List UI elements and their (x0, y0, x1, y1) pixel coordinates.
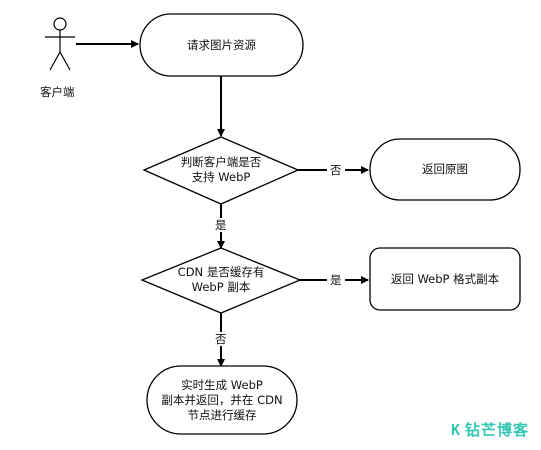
node-return-original-shape (369, 138, 521, 201)
node-check-cdn-label: CDN 是否缓存有 WebP 副本 (177, 265, 265, 294)
node-return-webp-shape (369, 247, 521, 311)
node-return-webp-label: 返回 WebP 格式副本 (390, 271, 500, 286)
client-actor-icon (45, 17, 75, 71)
node-check-webp-shape (142, 136, 300, 205)
watermark: K 钻芒博客 (451, 419, 529, 440)
client-actor-label: 客户端 (40, 85, 75, 99)
node-request-shape (139, 13, 304, 77)
node-generate-label: 实时生成 WebP 副本并返回，并在 CDN 节点进行缓存 (161, 377, 283, 422)
node-request-label: 请求图片资源 (187, 37, 256, 52)
node-check-cdn-shape (140, 247, 302, 314)
edge-label-yes-2: 是 (327, 273, 345, 287)
edge-label-no-1: 否 (327, 163, 345, 177)
node-generate-shape (146, 365, 298, 435)
edge-label-no-2: 否 (212, 332, 230, 346)
watermark-logo-icon: K (450, 420, 461, 439)
watermark-text: 钻芒博客 (464, 421, 529, 439)
node-return-original-label: 返回原图 (422, 162, 468, 176)
node-check-webp-label: 判断客户端是否 支持 WebP (180, 155, 262, 184)
edge-label-yes-1: 是 (212, 218, 230, 232)
